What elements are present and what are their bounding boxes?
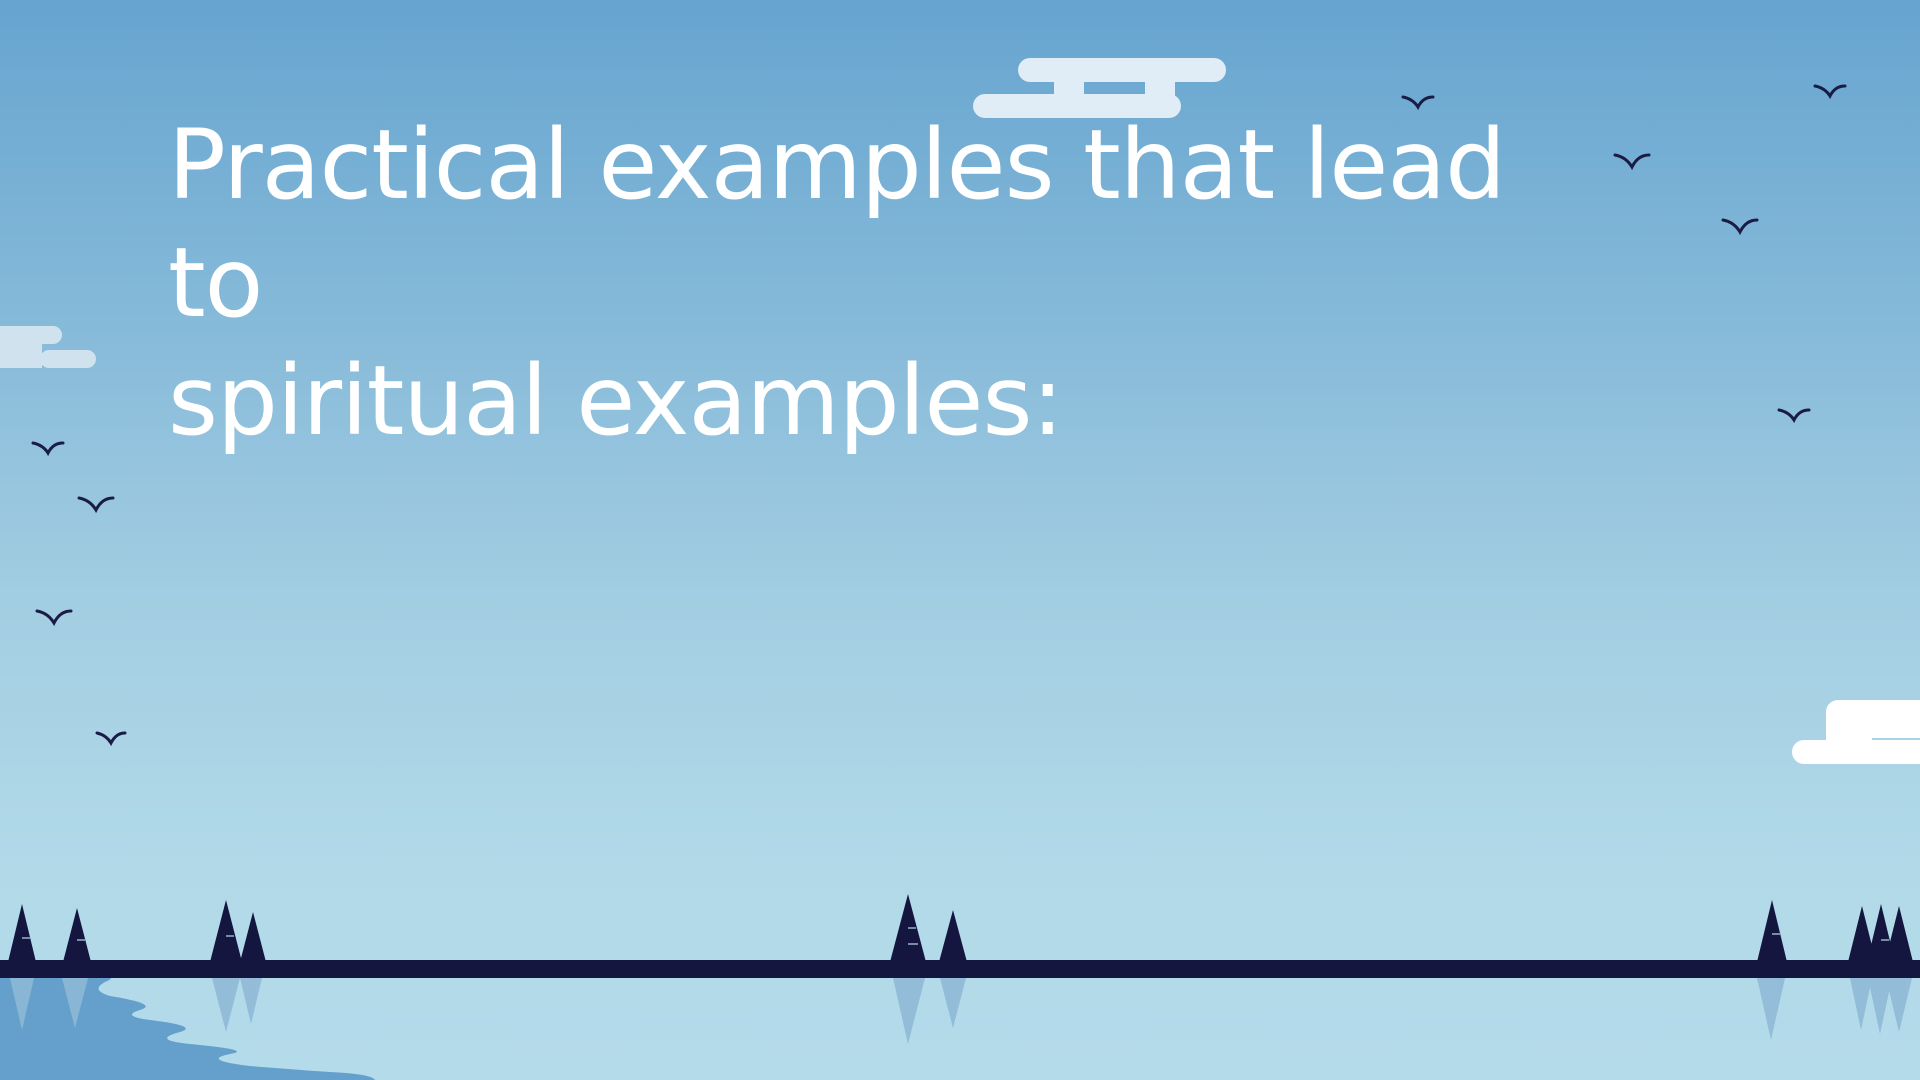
tree-highlights [22, 927, 1889, 945]
tree-reflections [10, 978, 1912, 1044]
horizon-ground [0, 960, 1920, 978]
cloud-icon [1792, 700, 1920, 764]
shoreline [0, 972, 375, 1080]
bird-icon [31, 84, 1847, 747]
cloud-icon [0, 326, 96, 368]
cloud-icon [973, 58, 1226, 118]
tree-icon [8, 894, 1913, 962]
slide-title: Practical examples that lead to spiritua… [168, 109, 1506, 457]
